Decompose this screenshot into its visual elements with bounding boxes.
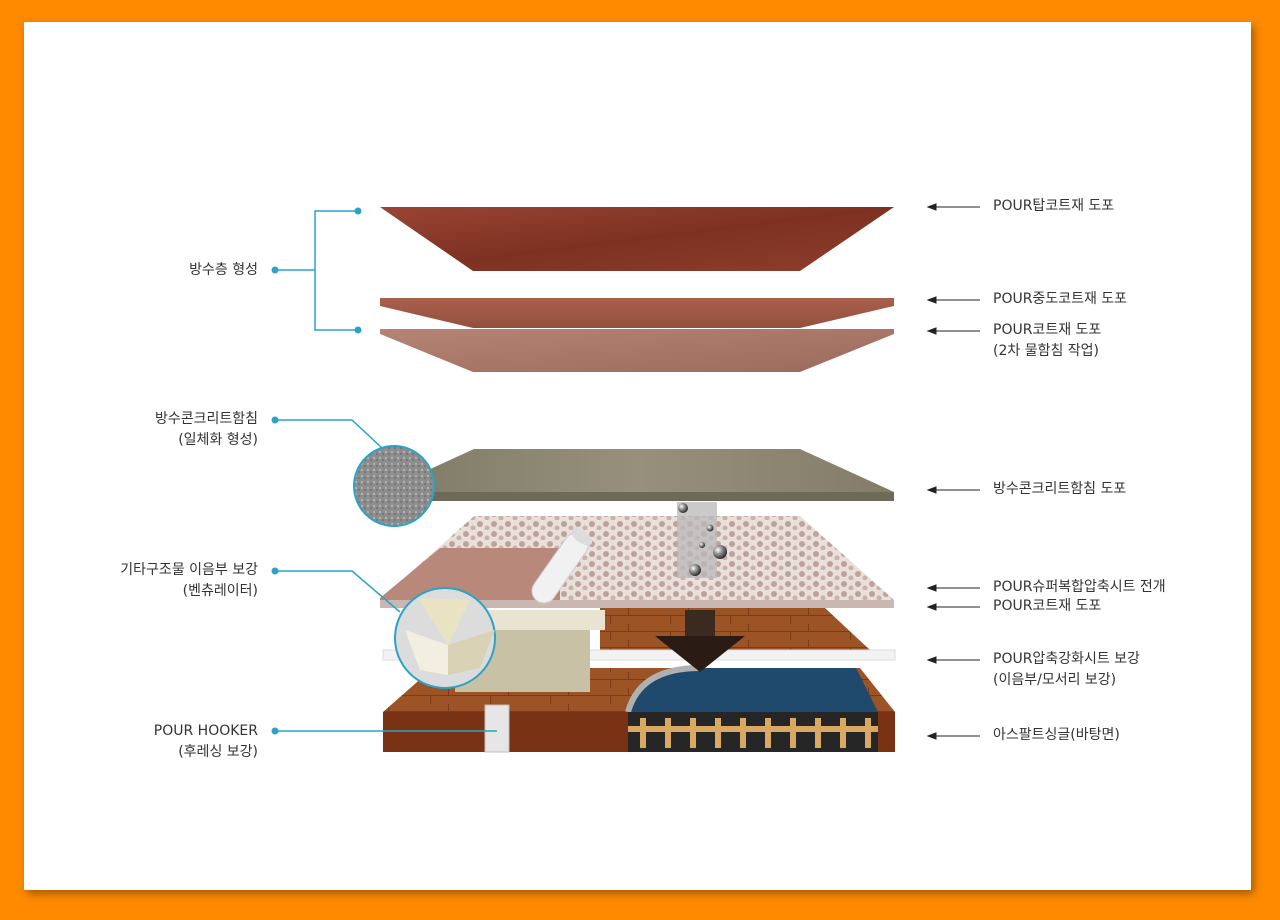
label-coat2: POUR코트재 도포 xyxy=(993,598,1102,614)
top-coat-layer xyxy=(380,207,894,271)
label-mid-coat: POUR중도코트재 도포 xyxy=(993,291,1128,307)
label-top-coat: POUR탑코트재 도포 xyxy=(993,198,1115,214)
label-super-sheet: POUR슈퍼복합압축시트 전개 xyxy=(993,579,1166,595)
label-concrete-coat: 방수콘크리트함침 도포 xyxy=(993,481,1127,497)
label-pour-hooker: POUR HOOKER (후레싱 보강) xyxy=(153,723,258,760)
label-compress-sheet: POUR압축강화시트 보강 (이음부/모서리 보강) xyxy=(993,651,1140,688)
label-joint-reinforcement: 기타구조물 이음부 보강 (벤츄레이터) xyxy=(120,562,258,599)
ventilator-zoom-circle xyxy=(394,587,496,689)
concrete-zoom-circle xyxy=(353,445,435,527)
label-asphalt: 아스팔트싱글(바탕면) xyxy=(993,727,1120,743)
mid-coat-layer xyxy=(380,298,894,328)
connector-dots xyxy=(271,207,362,735)
super-sheet-layer xyxy=(380,502,894,608)
label-waterproof-layer: 방수층 형성 xyxy=(189,262,258,278)
label-coat: POUR코트재 도포 (2차 물함침 작업) xyxy=(993,322,1102,359)
left-connectors xyxy=(275,210,497,732)
concrete-layer xyxy=(380,449,894,501)
coat-layer xyxy=(380,329,894,372)
label-concrete-impregnation: 방수콘크리트함침 (일체화 형성) xyxy=(154,411,258,448)
right-arrows xyxy=(926,203,980,740)
